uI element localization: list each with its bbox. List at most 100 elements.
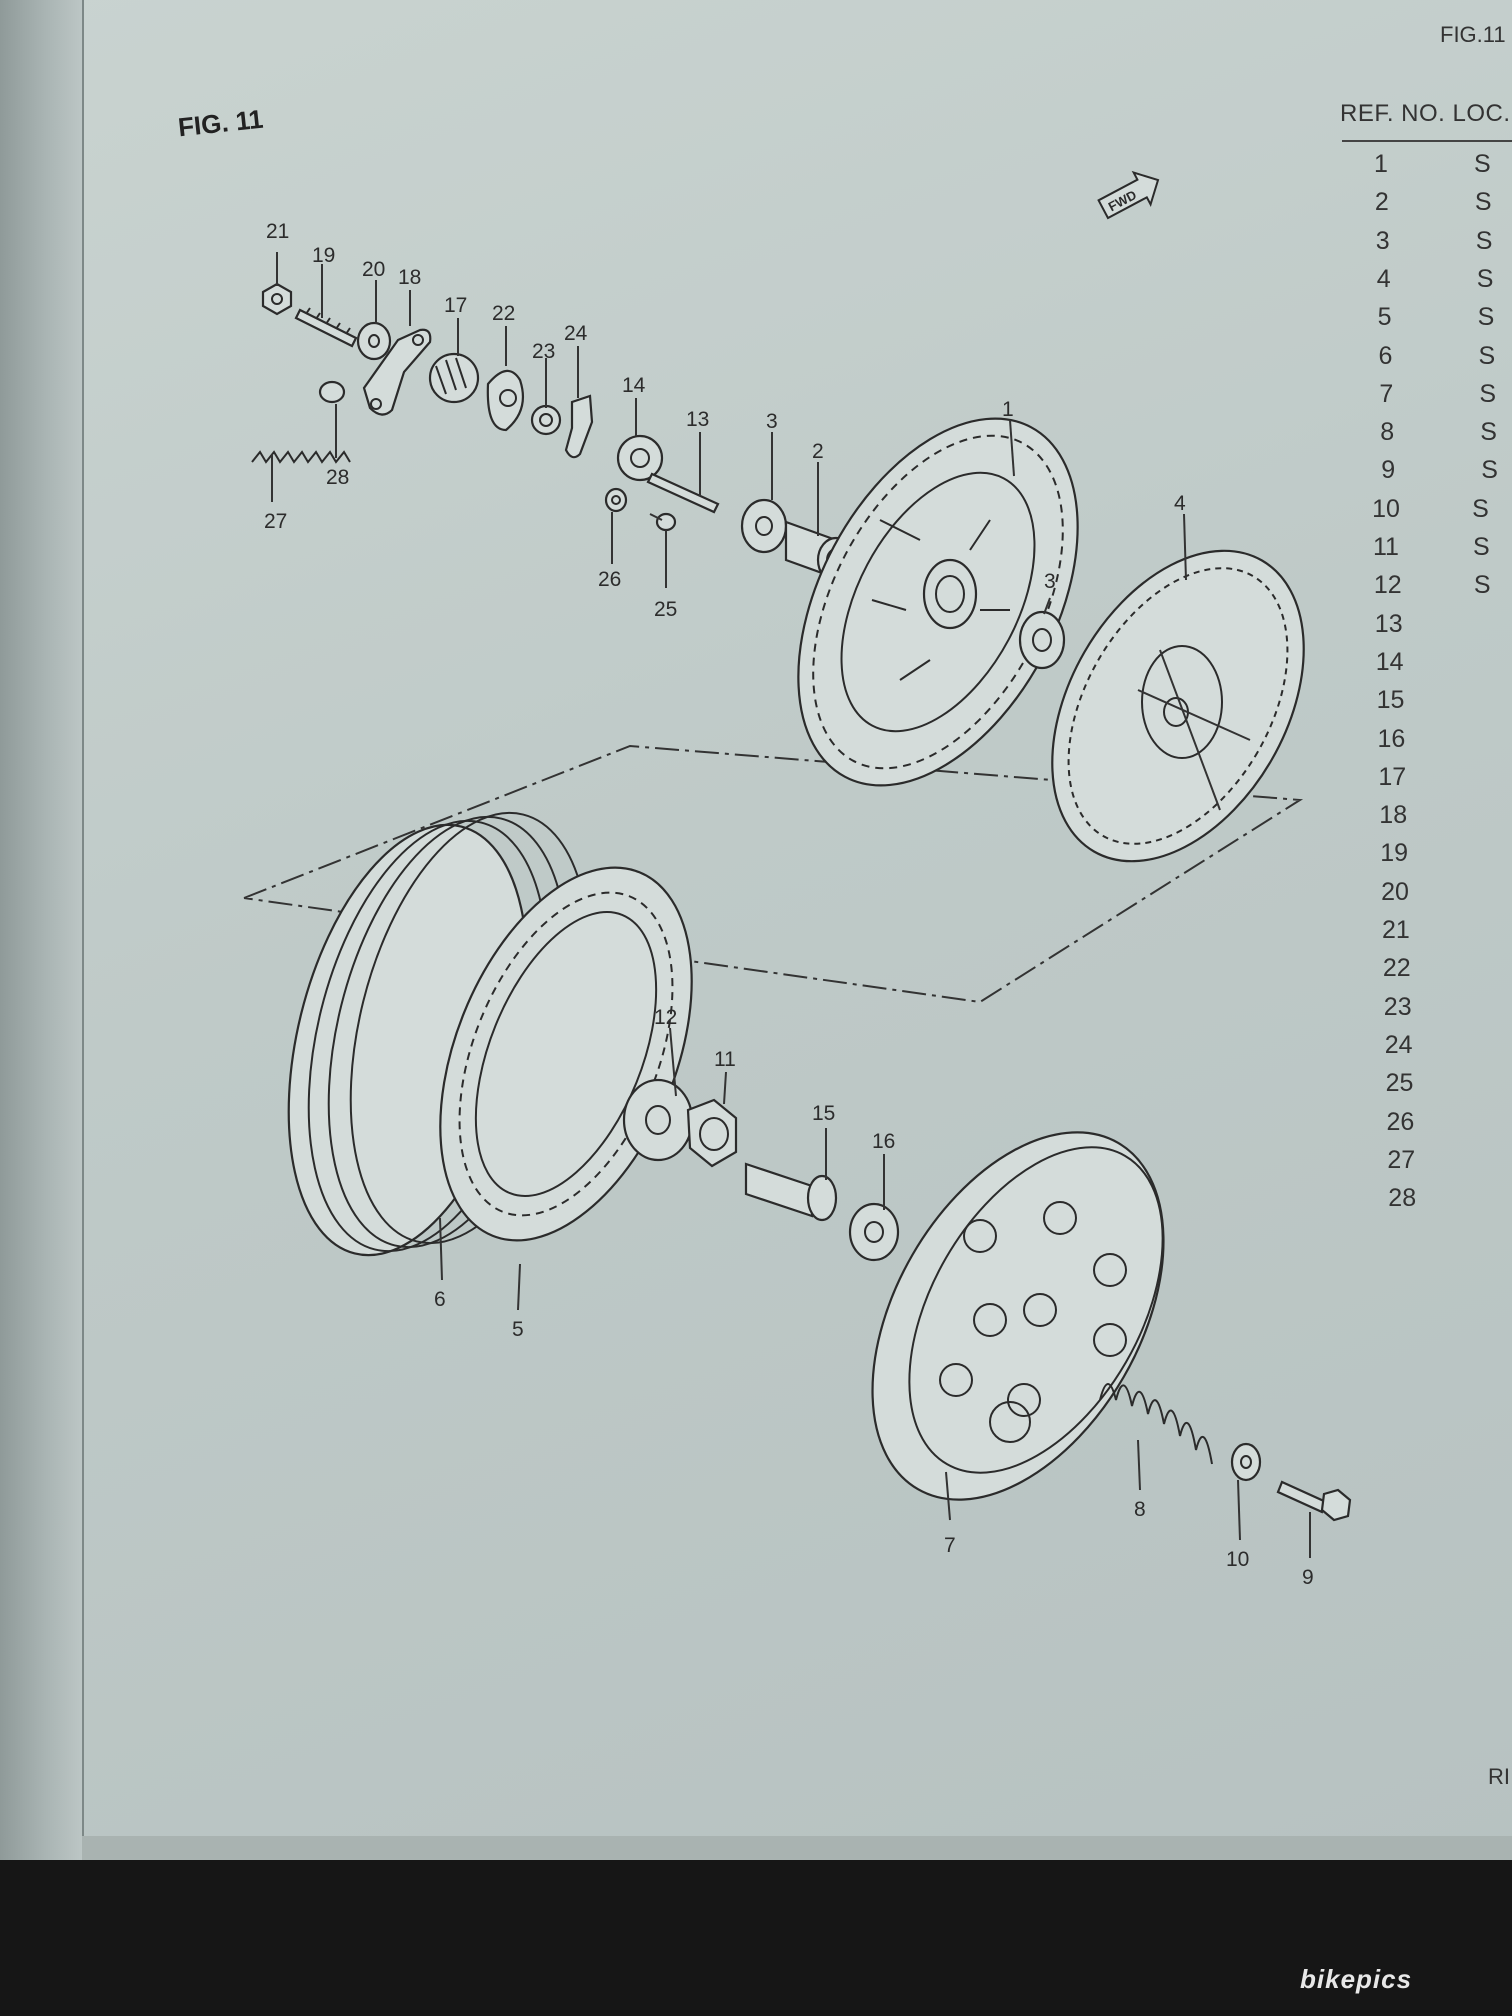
watermark-logo: bikepics [1300,1964,1413,1994]
part-20-washer [356,321,392,361]
ref-number: 2 [1374,188,1389,217]
part-17-worm-gear [428,352,480,404]
ref-number: 6 [1378,341,1393,370]
loc-code: S [1477,303,1495,332]
callout-7: 7 [944,1534,956,1557]
loc-code: S [1476,264,1494,293]
callout-5: 5 [512,1318,524,1341]
part-12-washer [622,1078,694,1162]
part-23-oring [530,404,562,436]
ref-number: 25 [1385,1069,1414,1098]
ref-number: 24 [1384,1030,1413,1059]
ref-table-row: 10 S [1372,494,1489,524]
ref-table-row: 28 [1388,1184,1416,1213]
loc-code: S [1472,494,1489,523]
ref-table-rule [1342,140,1512,142]
ref-number: 15 [1376,686,1405,715]
ref-table-row: 25 [1386,1069,1414,1098]
ref-table-row: 11 S [1373,533,1490,562]
part-8-spring [1099,1383,1213,1465]
callout-19: 19 [312,244,335,267]
part-1-clutch-housing [797,417,1079,787]
ref-table-row: 22 [1383,954,1411,983]
part-19-screw [294,307,358,348]
callout-11: 11 [714,1048,736,1071]
part-22-housing [486,369,524,432]
figure-corner-title: FIG.11 [1440,22,1506,47]
part-3b-thrust-washer [1018,610,1066,670]
callout-27: 27 [264,510,287,533]
part-4-clutch-hub [1051,549,1305,863]
ref-number: 17 [1378,762,1407,791]
ref-table-row: 20 [1381,878,1409,907]
callout-1: 1 [1002,398,1014,421]
part-25-screw [649,512,677,532]
ref-number: 18 [1379,801,1408,830]
ref-number: 8 [1380,418,1395,447]
part-14-bearing [616,434,664,482]
ref-table-row: 13 [1375,610,1403,639]
callout-12: 12 [654,1006,677,1029]
callout-22: 22 [492,302,515,325]
ref-table-row: 23 [1384,993,1412,1022]
ref-number: 12 [1373,571,1402,600]
ref-table-row: 19 [1380,839,1408,868]
ref-number: 10 [1372,494,1400,523]
part-28-collar [318,380,346,404]
ref-number: 23 [1383,992,1412,1021]
ref-number: 28 [1388,1184,1417,1213]
callout-4: 4 [1174,492,1186,515]
part-18-lever [362,328,432,416]
callout-25: 25 [654,598,677,621]
ref-number: 5 [1377,303,1392,332]
callout-17: 17 [444,294,467,317]
ref-table-row: 14 [1376,648,1404,677]
loc-code: S [1479,379,1497,408]
manual-page [0,0,1512,1860]
ref-table-row: 16 [1378,725,1406,754]
part-9-bolt [1276,1480,1352,1522]
ref-number: 21 [1382,916,1410,944]
page-edge [82,1836,1512,1860]
part-27-spring [251,450,351,464]
part-21-nut [261,282,293,316]
corner-code: RI [1488,1764,1510,1789]
callout-15: 15 [812,1102,835,1125]
callout-3b: 3 [1044,570,1056,593]
ref-number: 14 [1375,647,1404,676]
loc-code: S [1480,418,1497,447]
callout-28: 28 [326,466,349,489]
callout-9: 9 [1302,1566,1314,1589]
part-11-nut [686,1098,738,1168]
part-26-washer [604,487,628,513]
ref-number: 11 [1373,533,1399,561]
loc-code: S [1473,533,1490,561]
callout-26: 26 [598,568,621,591]
ref-number: 27 [1387,1145,1416,1174]
loc-code: S [1474,188,1492,217]
part-7-pressure-plate [871,1131,1165,1501]
fwd-arrow: FWD [1097,170,1160,220]
ref-number: 13 [1374,609,1403,638]
loc-code: S [1478,341,1496,370]
dark-background [0,1860,1512,2016]
ref-number: 19 [1380,839,1408,868]
leader-lines [271,252,1311,1558]
callout-8: 8 [1134,1498,1146,1521]
ref-number: 20 [1381,877,1409,906]
ref-table-header: REF. NO. LOC. [1340,100,1511,127]
callout-21: 21 [266,220,289,243]
ref-table-row: 15 [1377,686,1405,715]
ref-number: 9 [1381,456,1396,485]
callout-16: 16 [872,1130,895,1153]
